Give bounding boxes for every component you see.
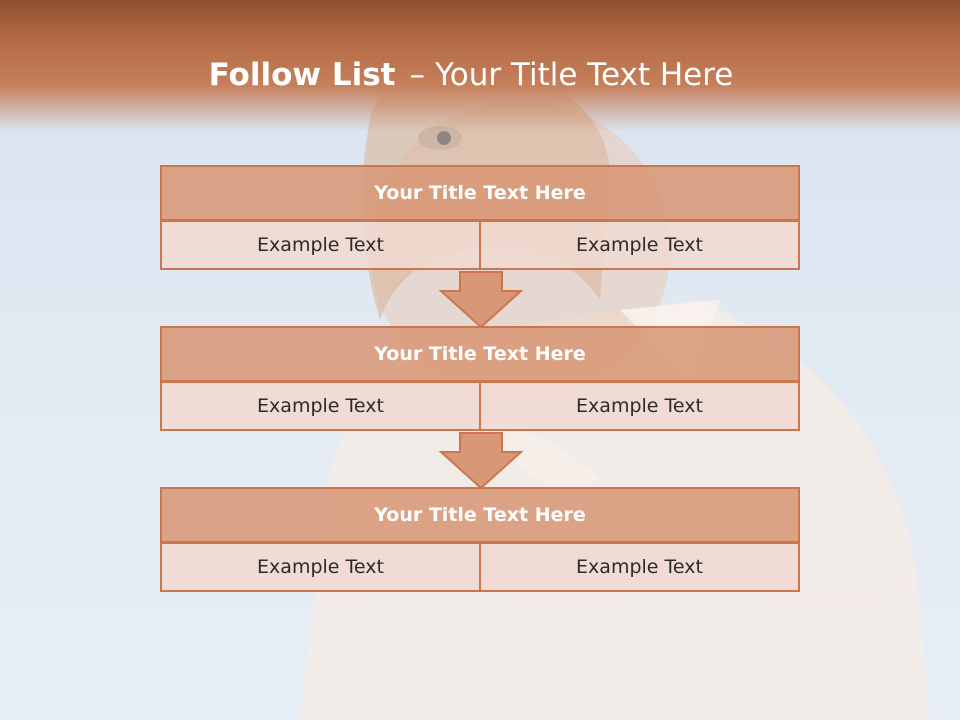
step-block-1: Your Title Text Here Example Text Exampl…: [160, 165, 800, 270]
step-row: Example Text Example Text: [160, 542, 800, 592]
step-cell-right: Example Text: [479, 542, 800, 592]
step-title: Your Title Text Here: [160, 326, 800, 382]
step-cell-left: Example Text: [160, 381, 481, 431]
step-block-3: Your Title Text Here Example Text Exampl…: [160, 487, 800, 592]
step-block-2: Your Title Text Here Example Text Exampl…: [160, 326, 800, 431]
slide-title: Follow List–Your Title Text Here: [0, 52, 942, 98]
step-cell-left: Example Text: [160, 220, 481, 270]
step-title: Your Title Text Here: [160, 165, 800, 221]
step-cell-right: Example Text: [479, 220, 800, 270]
step-cell-left: Example Text: [160, 542, 481, 592]
step-title: Your Title Text Here: [160, 487, 800, 543]
step-row: Example Text Example Text: [160, 381, 800, 431]
down-arrow-icon: [438, 432, 524, 490]
step-cell-right: Example Text: [479, 381, 800, 431]
title-bold: Follow List: [208, 57, 396, 93]
title-separator: –: [409, 57, 425, 93]
title-rest: Your Title Text Here: [434, 57, 734, 93]
down-arrow-icon: [438, 271, 524, 329]
step-row: Example Text Example Text: [160, 220, 800, 270]
header-band: [0, 0, 960, 132]
